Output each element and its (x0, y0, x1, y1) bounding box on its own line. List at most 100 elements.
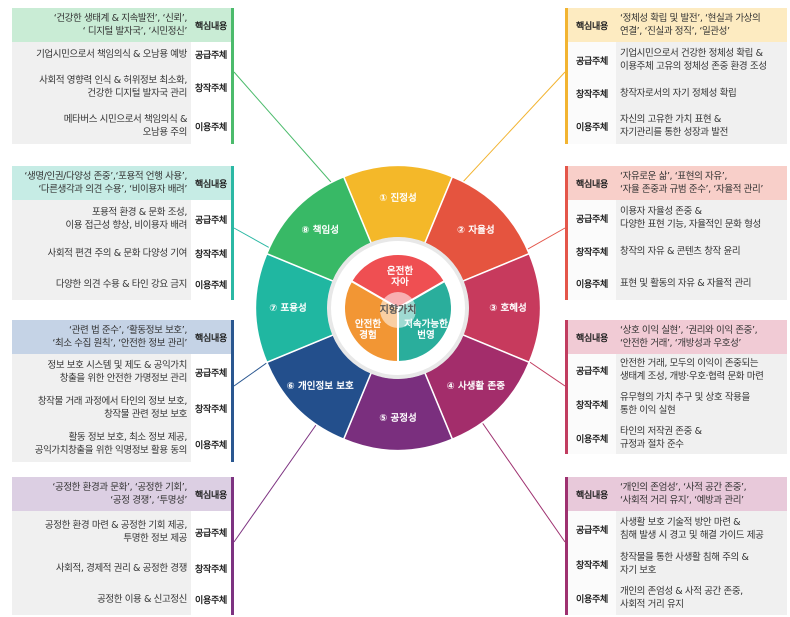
subject-tag: 공급주체 (568, 511, 616, 547)
core-content-text: ‘생명/인권/다양성 존중’,‘포용적 언행 사용’,‘다른생각과 의견 수용’… (12, 166, 191, 200)
text-line: 창작물을 통한 사생활 침해 주의 & (620, 552, 749, 563)
subject-tag: 이용주체 (568, 581, 616, 615)
center-value-line: 경험 (359, 329, 376, 341)
text-line: ‘최소 수집 원칙’, ‘안전한 정보 관리’ (52, 338, 187, 349)
text-line: 유무형의 가치 추구 및 상호 작용을 (620, 392, 750, 403)
text-line: 공정한 환경 마련 & 공정한 기회 제공, (44, 520, 188, 531)
core-row: 핵심내용‘상호 이익 실현’, ‘권리와 이익 존중’,‘안전한 거래’, ‘개… (565, 320, 787, 354)
panel-fairness: ‘공정한 환경과 문화’, ‘공정한 기회’,‘공정 경쟁’, ‘투명성’핵심내… (12, 477, 234, 615)
text-line: 이용주체 고유의 정체성 존중 환경 조성 (620, 61, 767, 72)
center-value-line: 번영 (417, 329, 434, 341)
subject-tag: 창작주체 (568, 236, 616, 266)
subject-description: 기업시민으로서 건강한 정체성 확립 & 이용주체 고유의 정체성 존중 환경 조… (616, 42, 787, 78)
subject-tag: 창작주체 (568, 386, 616, 422)
subject-description: 공정한 환경 마련 & 공정한 기회 제공, 투명한 정보 제공 (12, 511, 191, 553)
sector-label: ③ 호혜성 (489, 302, 527, 314)
subject-description: 공정한 이용 & 신고정신 (12, 583, 191, 615)
core-tag: 핵심내용 (191, 8, 231, 42)
text-line: 사회적, 경제적 권리 & 공정한 경쟁 (55, 562, 188, 574)
text-line: ‘자유로운 삶’, ‘표현의 자유’, (620, 171, 727, 182)
core-row: ‘공정한 환경과 문화’, ‘공정한 기회’,‘공정 경쟁’, ‘투명성’핵심내… (12, 477, 234, 511)
panel-responsibility: ‘건강한 생태계 & 지속발전’, ‘신뢰’,‘ 디지털 발자국’, ‘시민정신… (12, 8, 234, 144)
core-content-text: ‘관련 법 준수’, ‘활동정보 보호’, ‘최소 수집 원칙’, ‘안전한 정보… (12, 320, 191, 354)
accent-bar (565, 320, 568, 354)
subject-tag: 이용주체 (191, 583, 231, 615)
subject-description: 창작물 거래 과정에서 타인의 정보 보호,창작물 관련 정보 보호 (12, 390, 191, 426)
accent-bar (565, 78, 568, 108)
text-line: ‘다른생각과 의견 수용’, ‘비이용자 배려’ (38, 184, 187, 195)
accent-bar (565, 547, 568, 581)
accent-bar (565, 236, 568, 266)
core-tag: 핵심내용 (568, 320, 616, 354)
text-line: ‘관련 법 준수’, ‘활동정보 보호’, (69, 325, 187, 336)
text-line: 침해 발생 시 경고 및 해결 가이드 제공 (620, 530, 764, 541)
subject-tag: 이용주체 (568, 266, 616, 300)
subject-description: 사회적 영향력 인식 & 허위정보 최소화,건강한 디지털 발자국 관리 (12, 66, 191, 108)
subject-tag: 공급주체 (191, 200, 231, 238)
text-line: 투명한 정보 제공 (123, 533, 187, 544)
subject-row: 창작주체 창작의 자유 & 콘텐츠 창작 윤리 (565, 236, 787, 266)
text-line: 다양한 의견 수용 & 타인 강요 금지 (55, 278, 188, 290)
text-line: 통한 이익 실현 (620, 405, 676, 416)
accent-bar (231, 108, 234, 144)
subject-tag: 이용주체 (191, 268, 231, 300)
accent-bar (565, 266, 568, 300)
subject-tag: 창작주체 (191, 553, 231, 583)
center-value-line: 온전한 (387, 265, 413, 277)
text-line: ‘건강한 생태계 & 지속발전’, ‘신뢰’, (53, 13, 188, 24)
core-row: 핵심내용‘자유로운 삶’, ‘표현의 자유’,‘자율 존중과 규범 준수’, ‘… (565, 166, 787, 200)
accent-bar (231, 66, 234, 108)
core-tag: 핵심내용 (191, 477, 231, 511)
subject-tag: 창작주체 (191, 238, 231, 268)
subject-description: 개인의 존엄성 & 사적 공간 존중,사회적 거리 유지 (616, 581, 787, 615)
accent-bar (231, 390, 234, 426)
accent-bar (565, 108, 568, 144)
core-tag: 핵심내용 (191, 166, 231, 200)
subject-description: 자신의 고유한 가치 표현 &자기관리를 통한 성장과 발전 (616, 108, 787, 144)
subject-tag: 공급주체 (191, 42, 231, 66)
sector-label: ⑦ 포용성 (269, 302, 307, 314)
sector-label: ② 자율성 (457, 224, 495, 236)
subject-tag: 이용주체 (568, 422, 616, 454)
center-value-line: 자아 (391, 276, 409, 288)
text-line: 기업시민으로서 건강한 정체성 확립 & (620, 48, 763, 59)
sector-label: ⑥ 개인정보 보호 (287, 380, 354, 392)
center-title: 지향가치 (380, 303, 417, 316)
subject-tag: 공급주체 (568, 354, 616, 386)
accent-bar (565, 8, 568, 42)
accent-bar (565, 477, 568, 511)
text-line: 활동 정보 보호, 최소 정보 제공, (68, 432, 188, 443)
text-line: 개인의 존엄성 & 사적 공간 존중, (620, 586, 743, 597)
text-line: ‘정체성 확립 및 발전’, ‘현실과 가상의 (620, 13, 761, 24)
text-line: 이용 접근성 향상, 비이용자 배려 (65, 220, 187, 231)
subject-description: 창작물을 통한 사생활 침해 주의 &자기 보호 (616, 547, 787, 581)
accent-bar (565, 354, 568, 386)
center-hub (380, 292, 416, 328)
subject-description: 사생활 보호 기술적 방안 마련 &침해 발생 시 경고 및 해결 가이드 제공 (616, 511, 787, 547)
text-line: 창작의 자유 & 콘텐츠 창작 윤리 (620, 245, 741, 257)
subject-tag: 창작주체 (191, 390, 231, 426)
accent-bar (565, 166, 568, 200)
connector-fairness (233, 404, 331, 543)
core-content-text: ‘상호 이익 실현’, ‘권리와 이익 존중’,‘안전한 거래’, ‘개방성과 … (616, 320, 787, 354)
accent-bar (231, 354, 234, 390)
accent-bar (231, 553, 234, 583)
accent-bar (565, 200, 568, 236)
accent-bar (231, 511, 234, 553)
